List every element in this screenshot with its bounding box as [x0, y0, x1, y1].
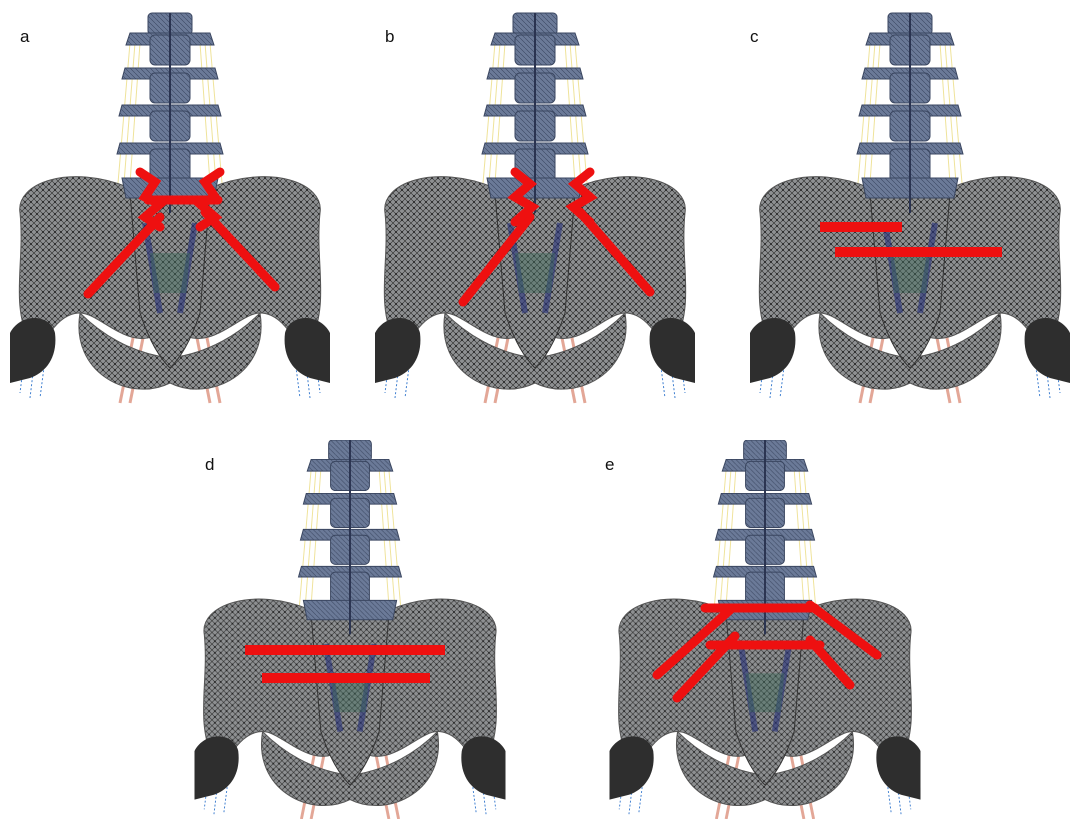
panel-label-c: c	[750, 27, 759, 47]
panel-label-a: a	[20, 27, 29, 47]
panel-e: e	[605, 440, 925, 819]
panel-label-e: e	[605, 455, 614, 475]
panel-b: b	[375, 12, 695, 404]
panel-label-b: b	[385, 27, 394, 47]
panel-d: d	[190, 440, 510, 819]
pelvis-model-e	[605, 440, 925, 819]
panel-c: c	[750, 12, 1070, 404]
panel-a: a	[10, 12, 330, 404]
pelvis-model-d	[190, 440, 510, 819]
pelvis-model-c	[750, 12, 1070, 404]
panel-label-d: d	[205, 455, 214, 475]
pelvis-model-a	[10, 12, 330, 404]
pelvis-model-b	[375, 12, 695, 404]
